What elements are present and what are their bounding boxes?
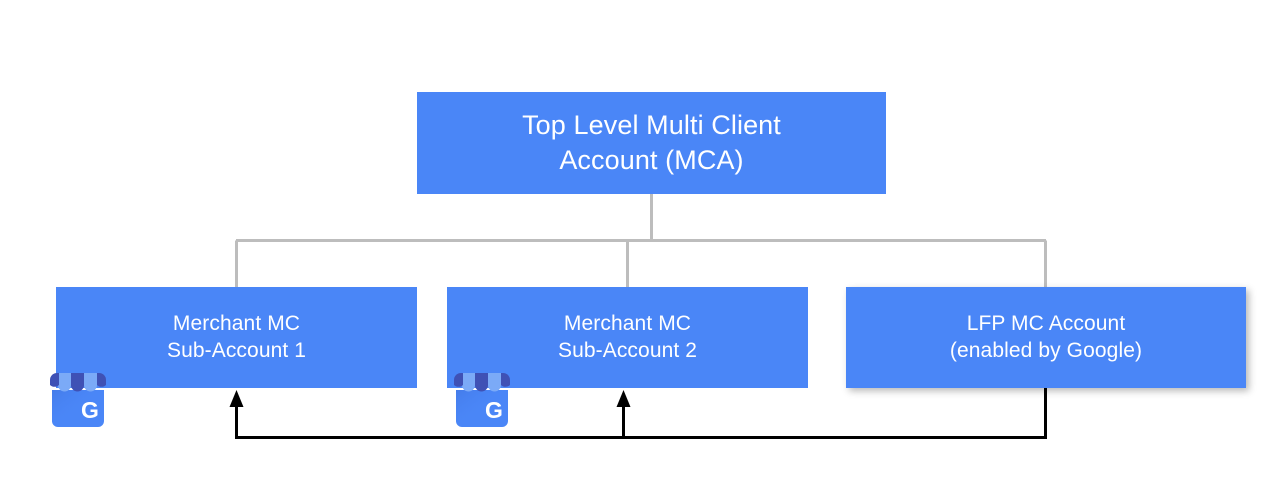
node-top-level-mca-label: Top Level Multi Client Account (MCA) — [522, 110, 781, 175]
google-g-glyph: G — [81, 397, 99, 423]
arrow-path-lfp-to-merchant-1 — [235, 388, 1047, 439]
google-g-glyph: G — [485, 397, 503, 423]
awning-stripe-2 — [475, 373, 488, 392]
node-merchant-mc-sub-account-1-label: Merchant MC Sub-Account 1 — [166, 311, 307, 362]
node-merchant-mc-sub-account-1[interactable]: Merchant MC Sub-Account 1 — [56, 287, 417, 388]
awning-stripe-4 — [501, 373, 510, 387]
awning-stripe-0 — [454, 373, 463, 387]
awning-stripe-4 — [97, 373, 106, 387]
google-business-profile-storefront-icon: G — [50, 373, 106, 427]
arrowhead-merchant-1 — [229, 390, 244, 407]
node-top-level-mca[interactable]: Top Level Multi Client Account (MCA) — [417, 92, 886, 194]
node-merchant-mc-sub-account-2-label: Merchant MC Sub-Account 2 — [557, 311, 698, 362]
node-merchant-mc-sub-account-2[interactable]: Merchant MC Sub-Account 2 — [447, 287, 808, 388]
arrowhead-merchant-2 — [616, 390, 631, 407]
awning-stripe-3 — [488, 373, 501, 392]
node-lfp-mc-account-label: LFP MC Account (enabled by Google) — [949, 311, 1143, 362]
awning-stripe-1 — [58, 373, 71, 392]
awning-stripe-2 — [71, 373, 84, 392]
storefront-shade — [52, 390, 104, 427]
awning-stripe-1 — [462, 373, 475, 392]
awning-stripe-3 — [84, 373, 97, 392]
awning-stripe-0 — [50, 373, 59, 387]
google-business-profile-storefront-icon: G — [454, 373, 510, 427]
node-lfp-mc-account[interactable]: LFP MC Account (enabled by Google) — [846, 287, 1246, 388]
